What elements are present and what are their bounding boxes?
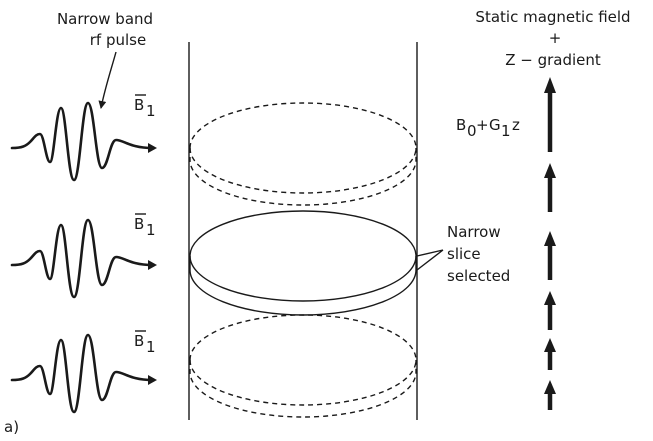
gradient-arrow-6: [544, 77, 556, 152]
gradient-arrow-5: [544, 163, 556, 212]
svg-text:1: 1: [146, 102, 156, 120]
selected-slice: [189, 210, 417, 316]
dashed-slice-top: [189, 102, 417, 206]
svg-text:0: 0: [467, 122, 477, 140]
gradient-arrow-3: [544, 291, 556, 330]
gradient-arrow-2: [544, 338, 556, 370]
svg-text:1: 1: [146, 338, 156, 356]
svg-text:G: G: [489, 116, 501, 134]
slice-label-line2: slice: [447, 245, 481, 263]
svg-text:B: B: [134, 215, 144, 233]
field-expression: B 0 + G 1 z: [456, 116, 520, 140]
pulse-label-line2: rf pulse: [90, 31, 146, 49]
svg-text:B: B: [134, 96, 144, 114]
field-title-line2: +: [549, 29, 562, 47]
slice-leader-lines: [416, 249, 444, 271]
svg-text:1: 1: [146, 221, 156, 239]
b1-label-bottom: B 1: [134, 330, 156, 356]
field-title-line1: Static magnetic field: [475, 8, 630, 26]
svg-text:+: +: [476, 116, 489, 134]
svg-text:1: 1: [501, 122, 511, 140]
b1-label-middle: B 1: [134, 213, 156, 239]
svg-text:z: z: [512, 116, 520, 134]
pulse-label-line1: Narrow band: [57, 10, 153, 28]
field-title-line3: Z − gradient: [505, 51, 601, 69]
gradient-arrow-1: [544, 380, 556, 410]
slice-label-line1: Narrow: [447, 223, 501, 241]
gradient-arrow-4: [544, 231, 556, 280]
panel-label: a): [4, 418, 19, 436]
slice-label-line3: selected: [447, 267, 510, 285]
gradient-arrows: [544, 77, 556, 410]
rf-pulse-top: [10, 101, 157, 182]
rf-pulse-bottom: [10, 333, 157, 414]
svg-text:B: B: [456, 116, 466, 134]
pulse-pointer-arrow: [98, 51, 117, 109]
dashed-slice-bottom: [189, 314, 417, 418]
b1-label-top: B 1: [134, 94, 156, 120]
rf-pulse-middle: [10, 218, 157, 299]
svg-text:B: B: [134, 332, 144, 350]
